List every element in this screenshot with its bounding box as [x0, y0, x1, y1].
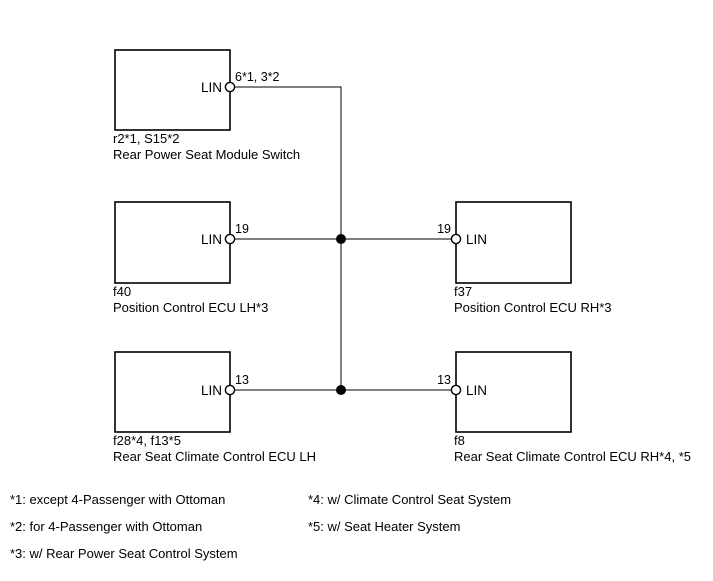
caption-position-control-ecu-lh: f40 Position Control ECU LH*3 [113, 284, 268, 316]
ecu-node-position-control-ecu-lh: LIN 19 [114, 201, 249, 284]
wire-switch-to-bus [230, 86, 342, 239]
caption-code-position-lh: f40 [113, 284, 132, 299]
pin-label-position-rh: 19 [437, 222, 451, 236]
footnote-item: *1: except 4-Passenger with Ottoman [10, 492, 226, 507]
terminal-label-position-lh: LIN [201, 232, 222, 247]
caption-name-position-lh: Position Control ECU LH*3 [113, 300, 269, 315]
ecu-box-rear-power-seat-module-switch [114, 49, 231, 131]
caption-rear-power-seat-module-switch: r2*1, S15*2 Rear Power Seat Module Switc… [113, 131, 300, 163]
terminal-circle-position-lh [224, 233, 236, 245]
caption-rear-seat-climate-control-ecu-lh: f28*4, f13*5 Rear Seat Climate Control E… [113, 433, 316, 465]
footnotes-section: *1: except 4-Passenger with Ottoman *2: … [0, 486, 713, 581]
footnote-item: *3: w/ Rear Power Seat Control System [10, 546, 238, 561]
pin-label-climate-lh: 13 [235, 373, 249, 387]
caption-name-position-rh: Position Control ECU RH*3 [454, 300, 612, 315]
ecu-box-position-control-ecu-rh [455, 201, 572, 284]
ecu-node-position-control-ecu-rh: LIN 19 [437, 201, 572, 284]
pin-label-switch: 6*1, 3*2 [235, 70, 280, 84]
pin-label-position-lh: 19 [235, 222, 249, 236]
terminal-circle-climate-lh [224, 384, 236, 396]
caption-code-climate-lh: f28*4, f13*5 [113, 433, 181, 448]
ecu-box-position-control-ecu-lh [114, 201, 231, 284]
terminal-circle-position-rh [450, 233, 462, 245]
footnote-item: *5: w/ Seat Heater System [308, 519, 461, 534]
terminal-label-position-rh: LIN [466, 232, 487, 247]
terminal-label-climate-lh: LIN [201, 383, 222, 398]
terminal-circle-switch [224, 81, 236, 93]
caption-code-position-rh: f37 [454, 284, 473, 299]
caption-position-control-ecu-rh: f37 Position Control ECU RH*3 [454, 284, 612, 316]
ecu-box-rear-seat-climate-control-ecu-rh [455, 351, 572, 433]
caption-name-climate-lh: Rear Seat Climate Control ECU LH [113, 449, 317, 464]
junction-dot-upper [336, 234, 346, 244]
bus-wires [230, 86, 456, 391]
junction-dot-lower [336, 385, 346, 395]
footnote-item: *2: for 4-Passenger with Ottoman [10, 519, 203, 534]
ecu-node-rear-power-seat-module-switch: LIN 6*1, 3*2 [114, 49, 280, 131]
terminal-label-switch: LIN [201, 80, 222, 95]
caption-name-climate-rh: Rear Seat Climate Control ECU RH*4, *5 [454, 449, 691, 464]
terminal-circle-climate-rh [450, 384, 462, 396]
caption-rear-seat-climate-control-ecu-rh: f8 Rear Seat Climate Control ECU RH*4, *… [454, 433, 691, 465]
footnotes-left-column: *1: except 4-Passenger with Ottoman *2: … [10, 486, 238, 567]
ecu-node-rear-seat-climate-control-ecu-lh: LIN 13 [114, 351, 249, 433]
caption-code-switch: r2*1, S15*2 [113, 131, 180, 146]
caption-code-climate-rh: f8 [454, 433, 465, 448]
footnotes-right-column: *4: w/ Climate Control Seat System *5: w… [308, 486, 511, 540]
footnote-item: *4: w/ Climate Control Seat System [308, 492, 512, 507]
caption-name-switch: Rear Power Seat Module Switch [113, 147, 301, 162]
terminal-label-climate-rh: LIN [466, 383, 487, 398]
ecu-node-rear-seat-climate-control-ecu-rh: LIN 13 [437, 351, 572, 433]
pin-label-climate-rh: 13 [437, 373, 451, 387]
